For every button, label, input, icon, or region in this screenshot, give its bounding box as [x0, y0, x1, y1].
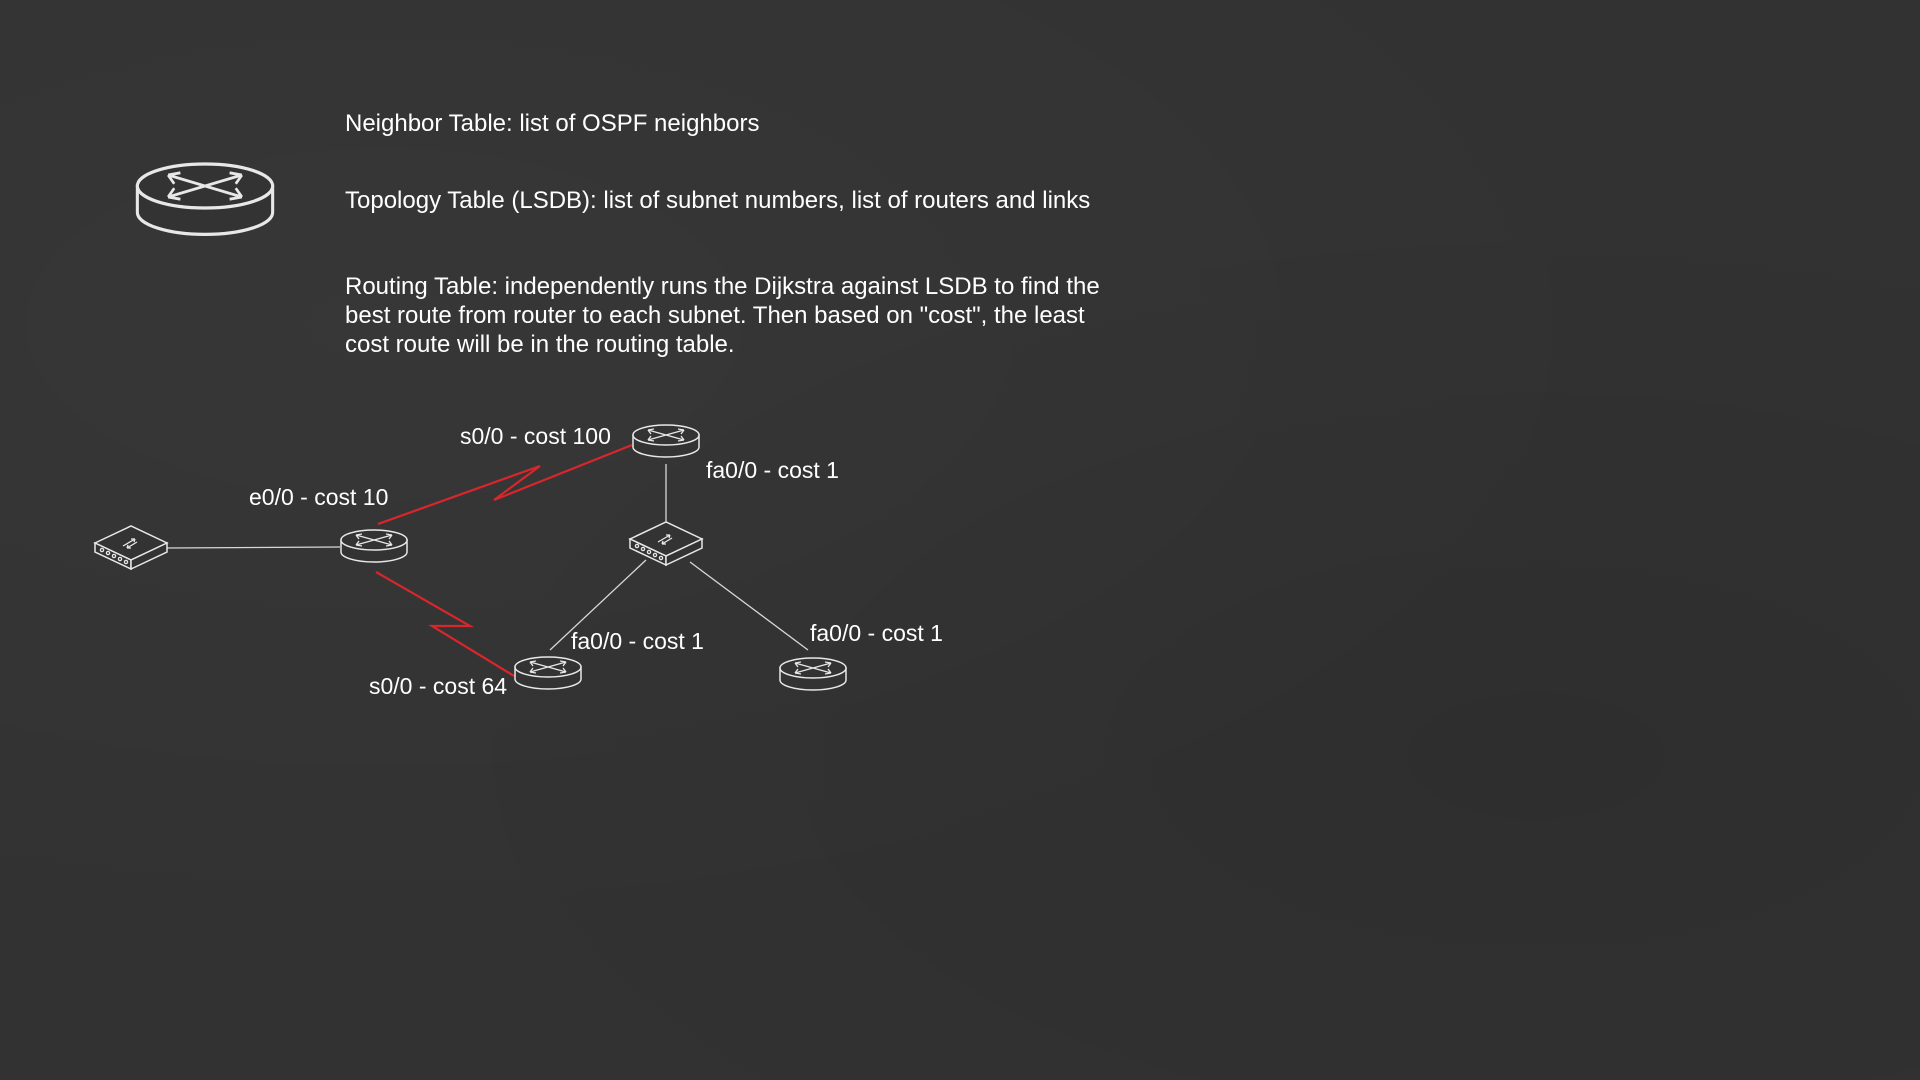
link-switch-center-to-router-bottom-right [689, 561, 809, 651]
router-icon-bottom-mid [514, 656, 582, 690]
label-bottom-mid-router-serial-cost: s0/0 - cost 64 [369, 673, 508, 699]
serial-link-left-to-top [377, 443, 633, 526]
serial-link-left-to-bottom-mid [375, 571, 515, 677]
label-top-router-serial-cost: s0/0 - cost 100 [460, 423, 611, 449]
router-icon-bottom-right [779, 657, 847, 691]
switch-icon-center [629, 521, 703, 566]
switch-icon-left [94, 525, 168, 570]
topology-table-note: Topology Table (LSDB): list of subnet nu… [345, 187, 1091, 214]
neighbor-table-note: Neighbor Table: list of OSPF neighbors [345, 110, 760, 137]
label-left-router-eth-cost: e0/0 - cost 10 [249, 484, 389, 510]
routing-table-note-line: cost route will be in the routing table. [345, 331, 735, 358]
routing-table-note: Routing Table: independently runs the Di… [345, 272, 1145, 359]
router-icon-legend [135, 162, 275, 237]
router-icon-top [632, 424, 700, 458]
label-bottom-mid-router-fa-cost: fa0/0 - cost 1 [571, 628, 704, 654]
label-bottom-right-router-fa-cost: fa0/0 - cost 1 [810, 620, 943, 646]
routing-table-note-line: Routing Table: independently runs the Di… [345, 273, 1100, 300]
router-icon-left [340, 529, 408, 563]
link-switch-left-to-router-left [165, 546, 341, 549]
label-top-router-fa-cost: fa0/0 - cost 1 [706, 457, 839, 483]
link-switch-center-to-router-bottom-mid [549, 559, 647, 651]
routing-table-note-line: best route from router to each subnet. T… [345, 302, 1085, 329]
